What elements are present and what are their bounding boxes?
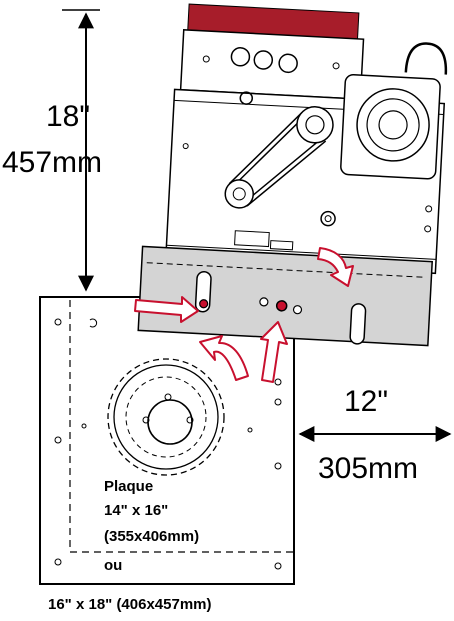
- plate-size-mm: (355x406mm): [104, 528, 200, 545]
- plate-or-label: ou: [104, 557, 123, 574]
- height-dimension: [62, 9, 100, 292]
- width-inches-label: 12": [344, 385, 389, 418]
- plate-size-inches: 14" x 16": [104, 502, 169, 519]
- base-plate: [39, 296, 295, 585]
- router-body: [164, 3, 448, 275]
- mounting-bar: [137, 245, 433, 347]
- assembly-arrows: [134, 247, 354, 383]
- plate-title: Plaque: [104, 478, 154, 495]
- plate-alt-size: 16" x 18" (406x457mm): [48, 596, 212, 613]
- height-inches-label: 18": [46, 100, 91, 133]
- height-mm-label: 457mm: [2, 146, 103, 179]
- width-mm-label: 305mm: [318, 452, 419, 485]
